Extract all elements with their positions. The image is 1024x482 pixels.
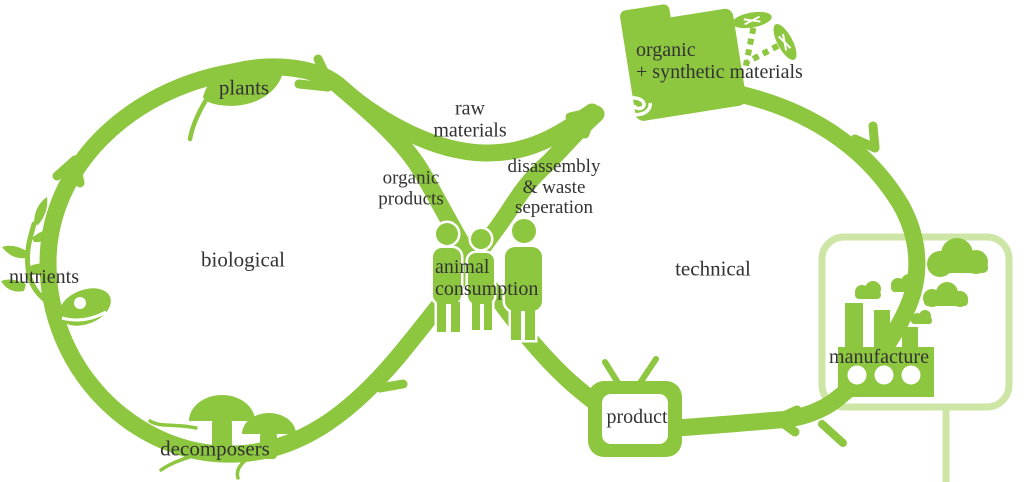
organic-products-label: organic products [378,167,444,209]
cloud-icon [855,238,988,324]
animal-consumption-label: animal consumption [435,256,539,300]
biological-cycle-label: biological [201,247,285,272]
flow-arrow-icon [772,405,802,437]
disassembly-label: disassembly & waste seperation [507,156,601,219]
product-label: product [606,406,668,429]
mushrooms-icon [148,395,296,480]
plants-label: plants [218,75,270,100]
tv-icon [588,356,682,457]
raw-materials-path [329,76,601,162]
flow-arrow-icon [294,54,336,92]
factory-icon [838,303,934,397]
spiral-icon [622,96,652,117]
raw-materials-label: raw materials [433,97,507,141]
screw-icon [732,11,772,67]
input-materials-label: organic + synthetic materials [636,39,803,83]
flow-arrow-icon [52,155,85,188]
leaf-icon [187,64,284,142]
person-icon [433,223,461,332]
twig-icon [818,420,847,447]
technical-cycle-path [667,81,926,437]
person-icon [505,219,542,340]
flow-arrow-icon [850,121,880,153]
folder-icon [619,4,747,121]
flow-arrow-icon [565,107,597,139]
decomposers-label: decomposers [160,436,270,461]
biological-cycle-path [39,63,605,463]
person-icon [468,229,494,330]
flow-arrow-icon [375,361,408,393]
knot-icon [59,288,111,326]
nutrients-label: nutrients [9,266,79,289]
sprout-icon [1,197,73,315]
screw-icon [746,23,797,65]
people-icon [430,216,545,343]
manufacture-label: manufacture [829,346,929,369]
technical-cycle-label: technical [675,256,751,281]
